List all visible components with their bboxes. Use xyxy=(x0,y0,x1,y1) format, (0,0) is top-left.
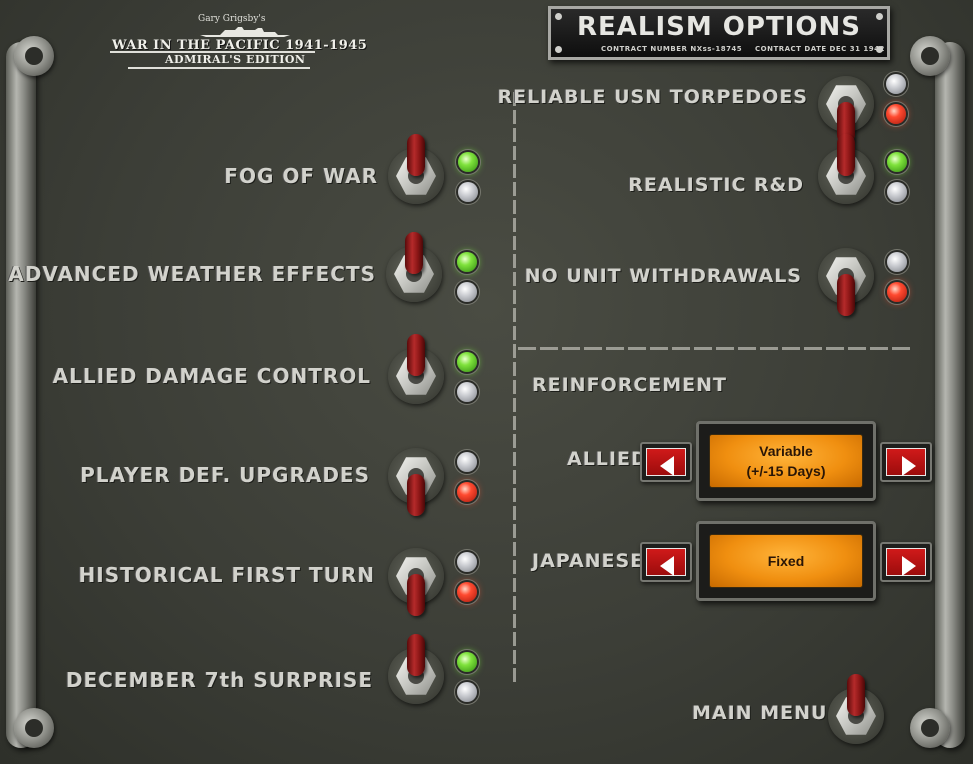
button-face xyxy=(646,448,686,476)
button-face xyxy=(646,548,686,576)
main-menu-switch[interactable] xyxy=(828,674,884,744)
lever-icon xyxy=(407,474,425,516)
option-label-december-7th-surprise: DECEMBER 7th SURPRISE xyxy=(65,668,373,692)
toggle-allied-damage-control[interactable] xyxy=(388,334,444,404)
option-label-fog-of-war: FOG OF WAR xyxy=(224,164,378,188)
right-handle-mount-bottom xyxy=(910,708,950,748)
led-reliable-usn-torpedoes-on xyxy=(886,74,906,94)
logo-rule xyxy=(110,51,315,53)
lever-icon xyxy=(407,634,425,676)
led-player-def-upgrades-off xyxy=(457,482,477,502)
column-divider xyxy=(513,92,516,684)
page-title: REALISM OPTIONS xyxy=(577,12,861,42)
arrow-left-icon xyxy=(660,456,674,476)
toggle-player-def-upgrades[interactable] xyxy=(388,448,444,516)
lever-icon xyxy=(407,134,425,176)
led-allied-damage-control-on xyxy=(457,352,477,372)
led-no-unit-withdrawals-on xyxy=(887,252,907,272)
logo-publisher: Gary Grigsby's xyxy=(198,14,266,24)
led-allied-damage-control-off xyxy=(457,382,477,402)
toggle-realistic-rnd[interactable] xyxy=(818,134,874,204)
led-historical-first-turn-on xyxy=(457,552,477,572)
japanese-reinforcement-value: Fixed xyxy=(709,534,863,588)
allied-reinforcement-value: Variable (+/-15 Days) xyxy=(709,434,863,488)
section-divider xyxy=(518,347,910,350)
japanese-prev-button[interactable] xyxy=(640,542,692,582)
lever-icon xyxy=(405,232,423,274)
allied-next-button[interactable] xyxy=(880,442,932,482)
led-reliable-usn-torpedoes-off xyxy=(886,104,906,124)
right-handle xyxy=(935,42,965,748)
led-historical-first-turn-off xyxy=(457,582,477,602)
toggle-reliable-usn-torpedoes[interactable] xyxy=(818,76,874,144)
lever-icon xyxy=(407,574,425,616)
japanese-label: JAPANESE xyxy=(532,550,645,572)
main-menu-label: MAIN MENU xyxy=(692,702,828,724)
logo-edition: ADMIRAL'S EDITION xyxy=(165,53,306,66)
lever-icon xyxy=(837,134,855,176)
option-label-no-unit-withdrawals: NO UNIT WITHDRAWALS xyxy=(524,265,802,287)
led-december-7th-surprise-off xyxy=(457,682,477,702)
lever-icon xyxy=(407,334,425,376)
logo-rule-bottom xyxy=(128,67,310,69)
led-december-7th-surprise-on xyxy=(457,652,477,672)
left-handle-mount-top xyxy=(14,36,54,76)
right-handle-mount-top xyxy=(910,36,950,76)
led-fog-of-war-on xyxy=(458,152,478,172)
led-fog-of-war-off xyxy=(458,182,478,202)
option-label-player-def-upgrades: PLAYER DEF. UPGRADES xyxy=(80,463,370,487)
lever-icon xyxy=(837,274,855,316)
toggle-historical-first-turn[interactable] xyxy=(388,548,444,616)
logo-title: WAR IN THE PACIFIC 1941-1945 xyxy=(112,38,368,53)
toggle-advanced-weather[interactable] xyxy=(386,232,442,302)
button-face xyxy=(886,448,926,476)
button-face xyxy=(886,548,926,576)
option-label-advanced-weather: ADVANCED WEATHER EFFECTS xyxy=(8,262,376,286)
plaque-contract-number: CONTRACT NUMBER NXss-18745 xyxy=(601,45,743,53)
plaque-screw xyxy=(555,46,562,53)
toggle-no-unit-withdrawals[interactable] xyxy=(818,248,874,316)
led-no-unit-withdrawals-off xyxy=(887,282,907,302)
led-advanced-weather-off xyxy=(457,282,477,302)
lever-icon xyxy=(847,674,865,716)
option-label-realistic-rnd: REALISTIC R&D xyxy=(628,174,804,196)
plaque-screw xyxy=(555,13,562,20)
battleship-icon xyxy=(200,27,290,37)
option-label-reliable-usn-torpedoes: RELIABLE USN TORPEDOES xyxy=(497,86,808,108)
title-plaque: REALISM OPTIONS CONTRACT NUMBER NXss-187… xyxy=(548,6,890,60)
allied-reinforcement-display: Variable (+/-15 Days) xyxy=(696,421,876,501)
left-handle-mount-bottom xyxy=(14,708,54,748)
japanese-reinforcement-display: Fixed xyxy=(696,521,876,601)
led-realistic-rnd-on xyxy=(887,152,907,172)
option-label-allied-damage-control: ALLIED DAMAGE CONTROL xyxy=(52,364,371,388)
plaque-contract-date: CONTRACT DATE DEC 31 1942 xyxy=(755,45,885,53)
led-advanced-weather-on xyxy=(457,252,477,272)
japanese-next-button[interactable] xyxy=(880,542,932,582)
led-realistic-rnd-off xyxy=(887,182,907,202)
allied-label: ALLIED xyxy=(567,448,648,470)
left-handle xyxy=(6,42,36,748)
toggle-fog-of-war[interactable] xyxy=(388,134,444,204)
allied-prev-button[interactable] xyxy=(640,442,692,482)
reinforcement-heading: REINFORCEMENT xyxy=(532,374,728,396)
plaque-screw xyxy=(876,13,883,20)
arrow-right-icon xyxy=(902,456,916,476)
option-label-historical-first-turn: HISTORICAL FIRST TURN xyxy=(78,563,375,587)
allied-value-line1: Variable xyxy=(759,443,813,459)
arrow-left-icon xyxy=(660,556,674,576)
toggle-december-7th-surprise[interactable] xyxy=(388,634,444,704)
led-player-def-upgrades-on xyxy=(457,452,477,472)
plaque-screw xyxy=(876,46,883,53)
allied-value-line2: (+/-15 Days) xyxy=(746,463,826,479)
arrow-right-icon xyxy=(902,556,916,576)
lever-icon xyxy=(837,102,855,144)
